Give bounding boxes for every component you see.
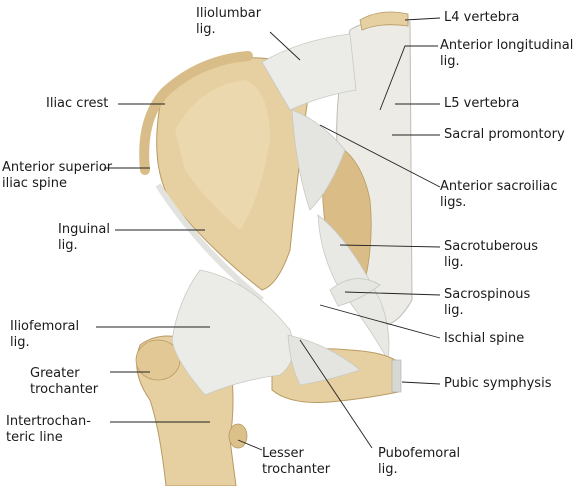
leader-anterior-sacroiliac [319,124,441,188]
label-ischial-spine: Ischial spine [444,331,525,346]
leader-ischial-spine [319,304,441,339]
label-lesser-trochanter: Lesser trochanter [262,446,331,477]
label-intertrochanteric-line: Intertrochan- teric line [6,414,91,445]
leader-anterior-longitudinal [379,45,438,111]
label-inguinal-lig: Inguinal lig. [58,222,110,253]
iliolumbar-ligament [261,33,357,111]
label-anterior-sacroiliac-ligs: Anterior sacroiliac ligs. [440,179,558,210]
iliac-fossa-shade [175,80,270,230]
label-sacral-promontory: Sacral promontory [444,127,565,142]
leader-l4 [404,17,441,21]
pubofemoral-ligament [287,334,361,386]
label-iliac-crest: Iliac crest [46,96,109,111]
l4-vertebra-top [359,11,409,31]
pubic-symphysis-disc [391,359,402,393]
label-l5-vertebra: L5 vertebra [444,96,520,111]
leader-pubic-symphysis [401,381,441,385]
leader-sacrotuberous [339,244,441,248]
inguinal-ligament [155,183,264,303]
leader-pubofemoral [299,339,373,449]
anterior-sacroiliac-ligaments [291,109,346,211]
label-sacrotuberous-lig: Sacrotuberous lig. [444,239,538,270]
label-greater-trochanter: Greater trochanter [30,366,99,397]
label-iliolumbar-lig: Iliolumbar lig. [196,6,262,37]
label-l4-vertebra: L4 vertebra [444,10,520,25]
leader-iliolumbar [269,31,301,61]
label-anterior-superior-iliac-spine: Anterior superior iliac spine [2,160,113,191]
leader-sacrospinous [344,291,441,296]
label-anterior-longitudinal-lig: Anterior longitudinal lig. [440,38,574,69]
lesser-trochanter-bone [228,423,248,449]
iliac-crest-rim [139,51,253,175]
iliofemoral-ligament [171,269,294,396]
leader-lesser-trochanter [237,439,263,451]
label-iliofemoral-lig: Iliofemoral lig. [10,319,80,350]
label-sacrospinous-lig: Sacrospinous lig. [444,287,531,318]
label-pubofemoral-lig: Pubofemoral lig. [378,446,461,477]
label-pubic-symphysis: Pubic symphysis [444,376,552,391]
